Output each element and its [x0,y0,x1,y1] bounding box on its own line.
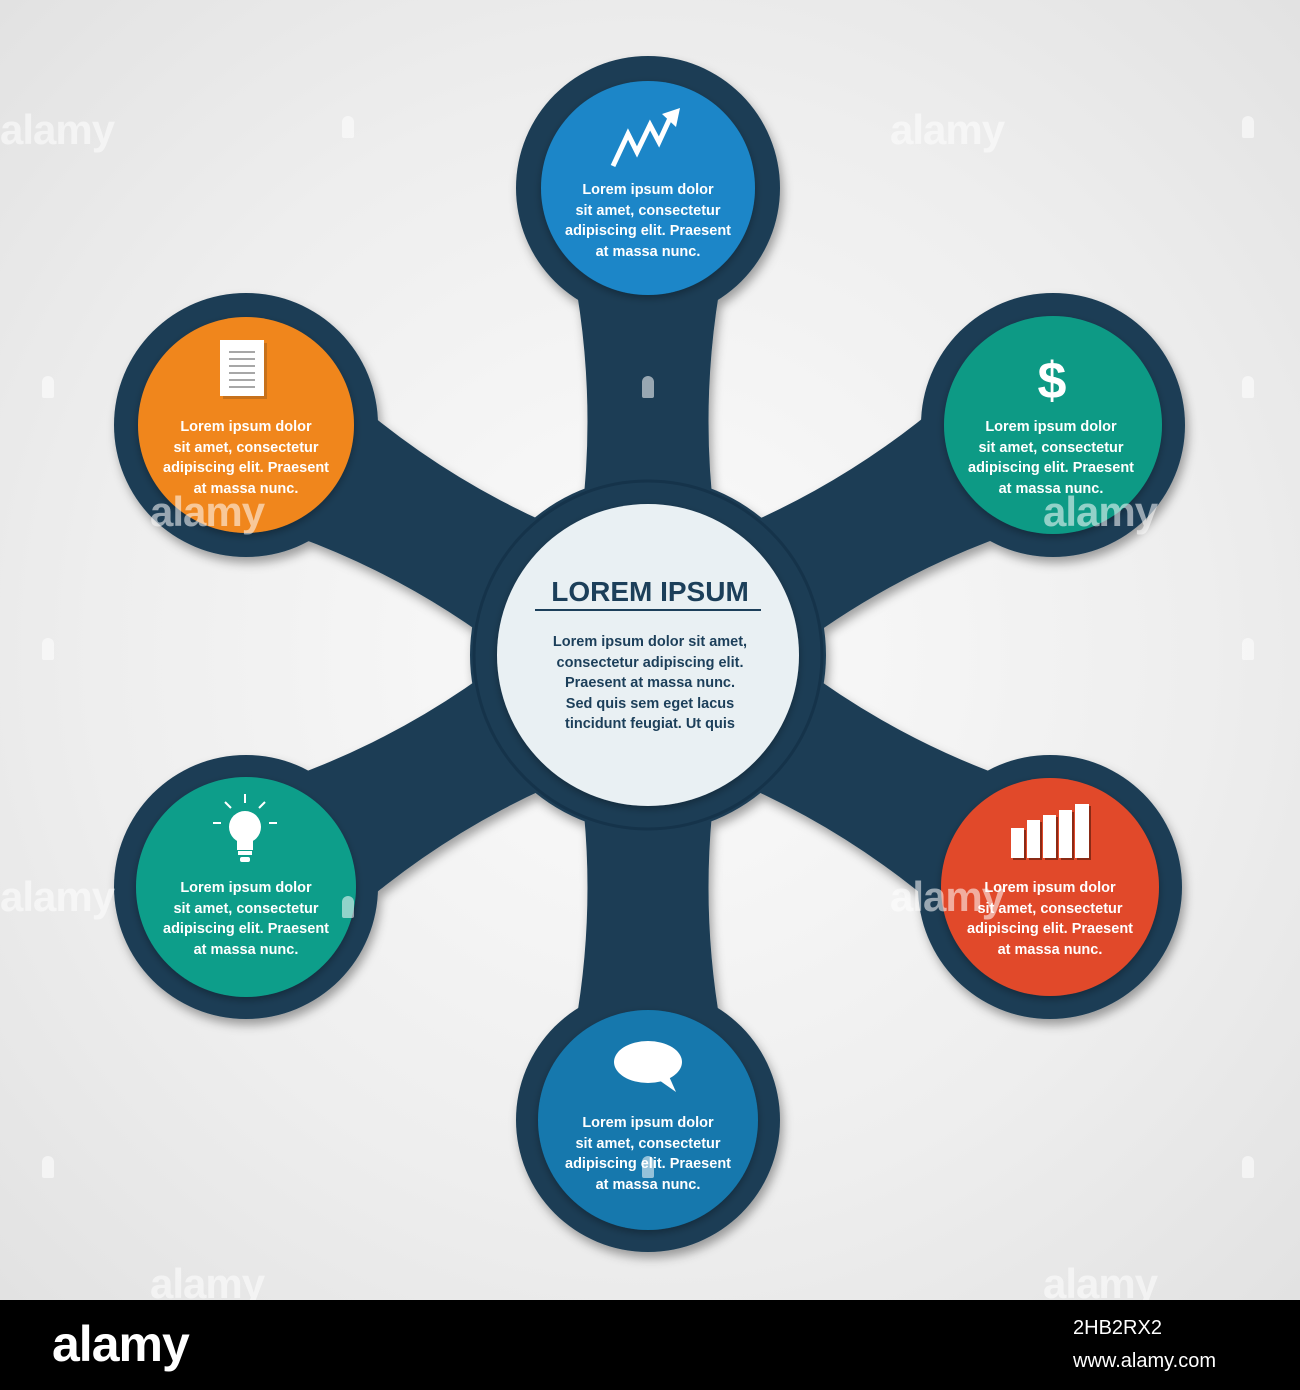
node-upper-right-circle [944,316,1162,534]
bar-chart-icon [1011,804,1091,860]
node-top-circle [541,81,755,295]
node-upper-left-text: Lorem ipsum dolor sit amet, consectetur … [163,419,329,497]
watermark-mark [1242,376,1254,398]
document-icon [220,340,267,399]
node-lower-left-circle [136,777,356,997]
infographic-canvas: $ LOREM IPSUM Lorem ipsum dolor sit amet… [0,0,1300,1300]
footer-image-id: 2HB2RX2 [1073,1317,1162,1339]
center-title: LOREM IPSUM [551,576,749,607]
watermark-mark [1242,116,1254,138]
watermark-mark [42,376,54,398]
center-description: Lorem ipsum dolor sit amet, consectetur … [552,634,748,732]
watermark-mark [1242,1156,1254,1178]
watermark-mark [1242,638,1254,660]
watermark-text: alamy [890,106,1005,153]
node-lower-right-circle [941,778,1159,996]
watermark-text: alamy [150,1260,265,1301]
footer-logo: alamy [52,1316,190,1372]
rising-arrow-icon [610,108,680,168]
watermark-text: alamy [1043,1260,1158,1301]
lightbulb-icon [213,794,277,862]
node-bottom-circle [538,1010,758,1230]
node-lower-right-text: Lorem ipsum dolor sit amet, consectetur … [967,880,1133,958]
watermark-text: alamy [0,873,115,920]
node-upper-right-text: Lorem ipsum dolor sit amet, consectetur … [968,419,1134,497]
watermark-text: alamy [0,106,115,153]
metaball-diagram: $ [114,56,1185,1252]
node-upper-left-circle [138,317,354,533]
footer-bar: alamy 2HB2RX2 www.alamy.com [0,1300,1300,1390]
watermark-text: alamy [890,873,1005,920]
center-disc [497,504,799,806]
watermark-mark [342,116,354,138]
center-title-underline [535,609,761,611]
watermark-text: alamy [1043,488,1158,535]
watermark-mark [42,638,54,660]
footer-url: www.alamy.com [1073,1350,1216,1372]
node-bottom-text: Lorem ipsum dolor sit amet, consectetur … [565,1115,731,1193]
node-lower-left-text: Lorem ipsum dolor sit amet, consectetur … [163,880,329,958]
center-ring [472,479,824,831]
watermark-text: alamy [150,488,265,535]
watermark-mark [342,896,354,918]
watermark-mark [42,1156,54,1178]
svg-text:$: $ [1038,352,1067,410]
dollar-icon: $ [1038,352,1067,410]
speech-bubble-icon [614,1041,682,1092]
watermark-mark [642,376,654,398]
watermark-mark [642,1156,654,1178]
node-top-text: Lorem ipsum dolor sit amet, consectetur … [565,182,731,260]
